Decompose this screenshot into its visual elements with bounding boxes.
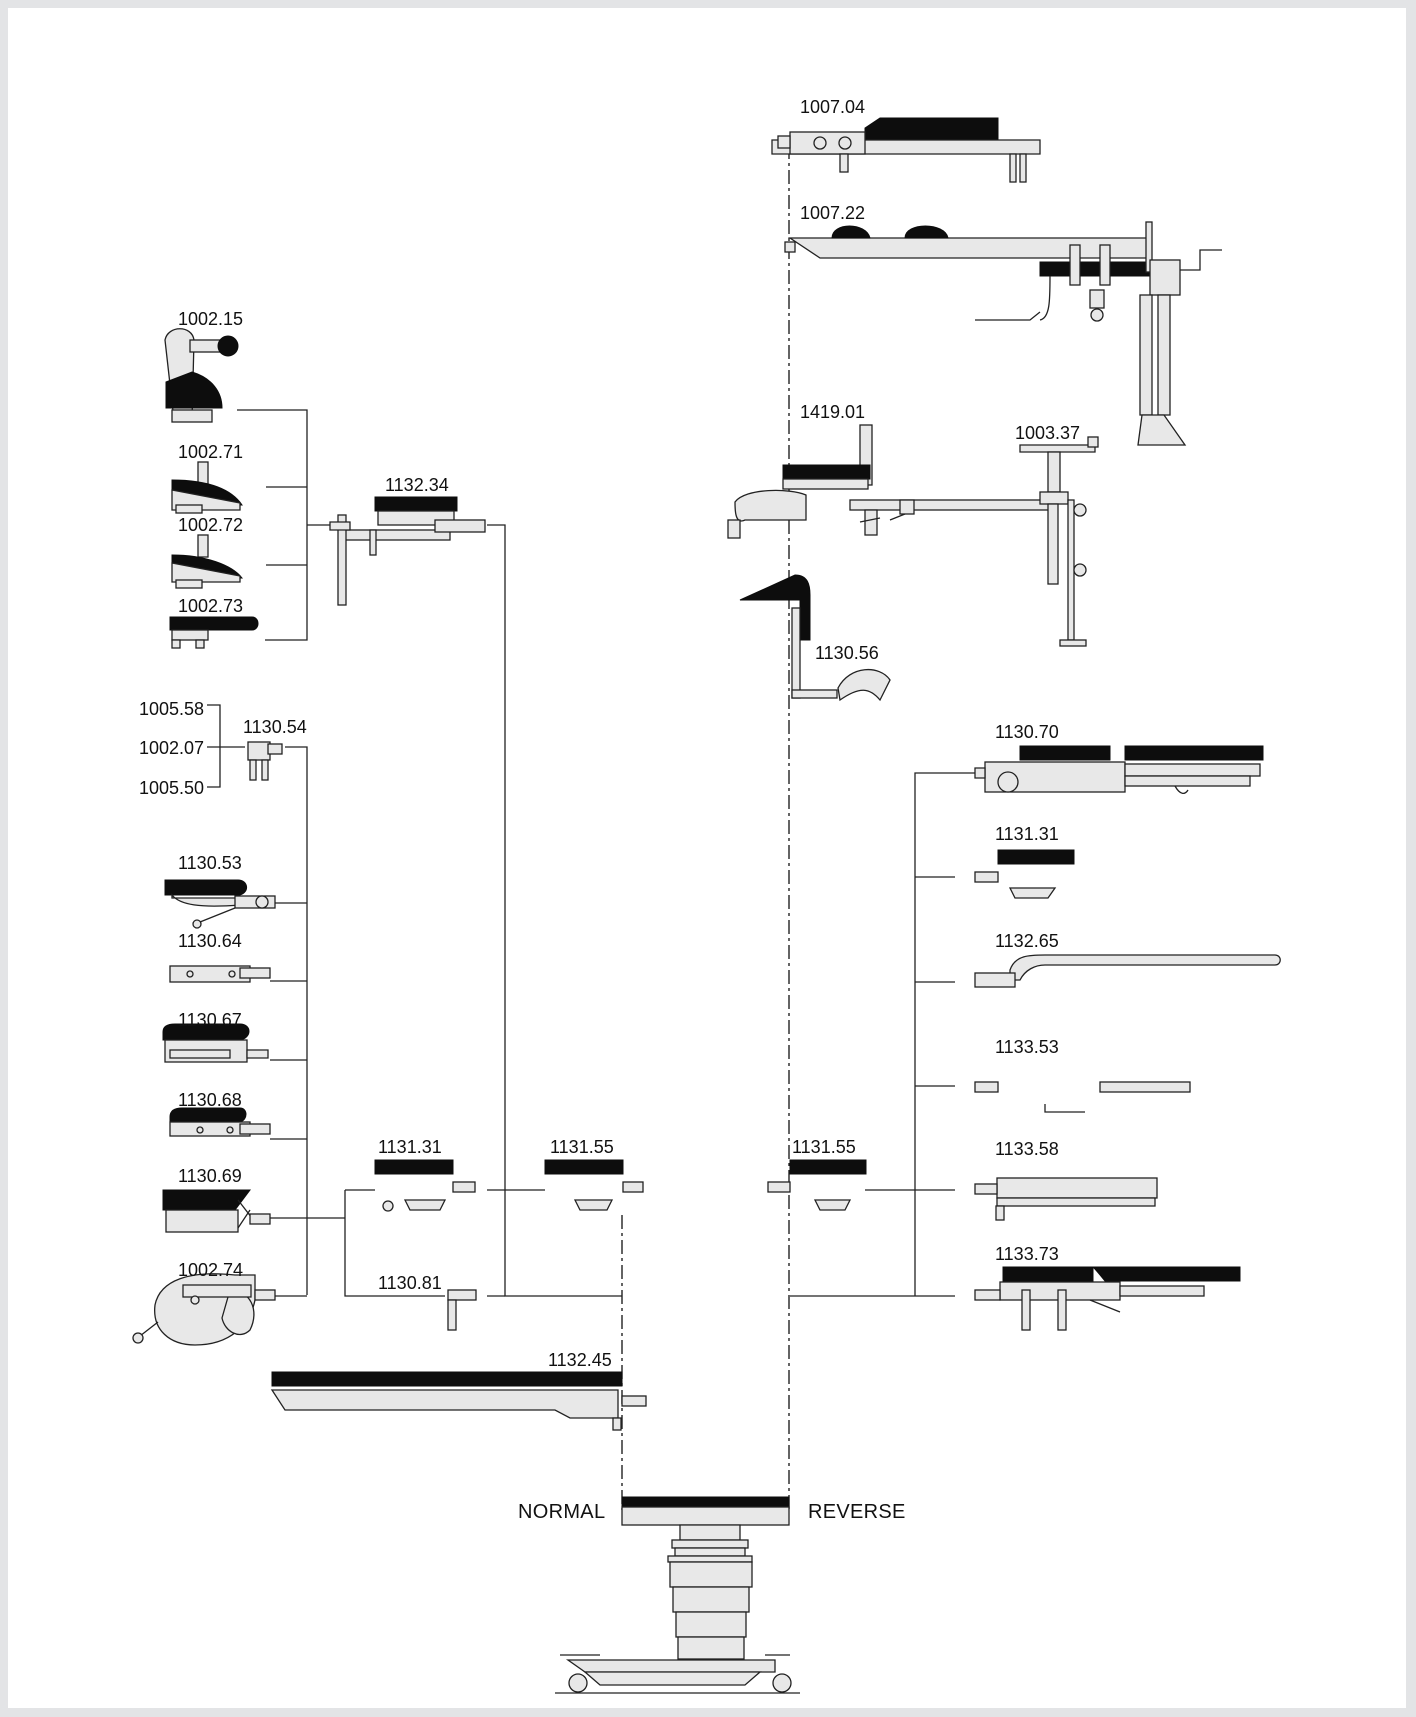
part-1133-73 xyxy=(974,1266,1241,1331)
part-1002-15 xyxy=(164,328,239,423)
label-1130-56: 1130.56 xyxy=(815,643,879,663)
label-1130-64: 1130.64 xyxy=(178,931,242,951)
part-1419-01 xyxy=(727,424,1051,539)
label-1130-67: 1130.67 xyxy=(178,1010,242,1030)
part-1133-53 xyxy=(974,1081,1191,1113)
label-1002-71: 1002.71 xyxy=(178,442,243,462)
label-1130-70: 1130.70 xyxy=(995,722,1059,742)
part-1131-55-left xyxy=(544,1159,644,1211)
part-1002-73 xyxy=(169,616,259,649)
part-1132-34 xyxy=(329,496,486,606)
label-1130-53: 1130.53 xyxy=(178,853,242,873)
label-1002-72: 1002.72 xyxy=(178,515,243,535)
label-1133-58: 1133.58 xyxy=(995,1139,1059,1159)
label-1005-50: 1005.50 xyxy=(139,778,204,798)
label-1130-68: 1130.68 xyxy=(178,1090,242,1110)
part-1002-72 xyxy=(171,534,244,589)
label-1130-81: 1130.81 xyxy=(378,1273,442,1293)
part-1132-45 xyxy=(270,1371,647,1431)
label-1133-73: 1133.73 xyxy=(995,1244,1059,1264)
label-1007-22: 1007.22 xyxy=(800,203,865,223)
label-1007-04: 1007.04 xyxy=(800,97,865,117)
part-1003-37 xyxy=(1019,436,1099,647)
part-1130-56 xyxy=(739,574,891,702)
part-1132-65 xyxy=(974,954,1281,988)
label-1002-73: 1002.73 xyxy=(178,596,243,616)
diagram-panel: 1007.04 1007.22 1002.15 1002.71 1002.72 … xyxy=(8,8,1406,1708)
part-1130-68 xyxy=(169,1107,271,1137)
label-1003-37: 1003.37 xyxy=(1015,423,1080,443)
part-1131-31-right xyxy=(974,849,1075,899)
label-1005-58: 1005.58 xyxy=(139,699,204,719)
label-1002-07: 1002.07 xyxy=(139,738,204,758)
part-1007-04 xyxy=(771,117,1041,183)
label-reverse: REVERSE xyxy=(808,1501,906,1523)
label-1419-01: 1419.01 xyxy=(800,402,865,422)
connector-lines xyxy=(207,311,1041,1297)
part-1131-55-right xyxy=(767,1159,867,1211)
part-labels: 1007.04 1007.22 1002.15 1002.71 1002.72 … xyxy=(139,97,1080,1523)
part-1131-31-left xyxy=(374,1159,476,1212)
part-1130-81 xyxy=(447,1289,477,1331)
label-1002-15: 1002.15 xyxy=(178,309,243,329)
operating-table-base xyxy=(555,1496,800,1694)
part-1007-22 xyxy=(784,221,1222,446)
label-1133-53: 1133.53 xyxy=(995,1037,1059,1057)
part-1130-70 xyxy=(974,745,1264,794)
label-1131-55-left: 1131.55 xyxy=(550,1137,614,1157)
label-1130-54: 1130.54 xyxy=(243,717,307,737)
part-1133-58 xyxy=(974,1177,1158,1221)
label-normal: NORMAL xyxy=(518,1501,605,1523)
accessory-diagram: 1007.04 1007.22 1002.15 1002.71 1002.72 … xyxy=(132,97,1281,1694)
label-1132-65: 1132.65 xyxy=(995,931,1059,951)
label-1002-74: 1002.74 xyxy=(178,1260,243,1280)
part-1130-64 xyxy=(169,965,271,983)
label-1131-55-right: 1131.55 xyxy=(792,1137,856,1157)
part-1130-69 xyxy=(162,1189,271,1233)
label-1132-45: 1132.45 xyxy=(548,1350,612,1370)
label-1130-69: 1130.69 xyxy=(178,1166,242,1186)
part-1002-71 xyxy=(171,461,243,514)
part-1130-54 xyxy=(247,741,283,781)
label-1132-34: 1132.34 xyxy=(385,475,449,495)
label-1131-31-right: 1131.31 xyxy=(995,824,1059,844)
label-1131-31-left: 1131.31 xyxy=(378,1137,442,1157)
part-1130-67 xyxy=(162,1023,269,1063)
part-1130-53 xyxy=(164,879,276,929)
part-1002-74 xyxy=(132,1273,276,1346)
